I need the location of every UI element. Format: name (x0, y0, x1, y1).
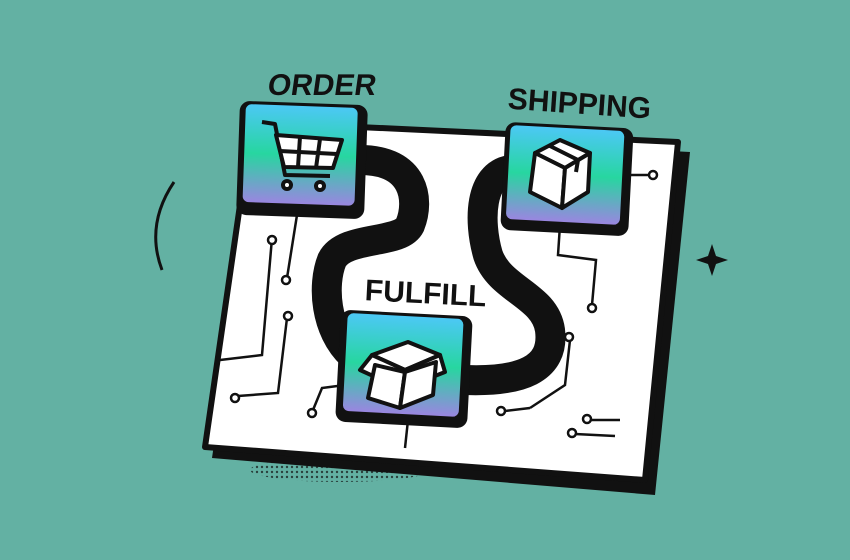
fulfill-tile (335, 310, 473, 428)
shopping-cart-icon (261, 120, 344, 192)
order-label: ORDER (266, 69, 379, 102)
flow-path (311, 145, 566, 396)
closed-box-icon (528, 138, 592, 210)
open-box-icon (358, 340, 447, 410)
fulfill-label: FULFILL (364, 274, 487, 313)
sparkle-icon (696, 244, 728, 276)
order-tile (236, 101, 368, 219)
shipping-tile (500, 122, 634, 236)
shipping-label: SHIPPING (507, 83, 652, 126)
bracket-decoration (154, 181, 176, 271)
circuit-traces (219, 169, 659, 449)
